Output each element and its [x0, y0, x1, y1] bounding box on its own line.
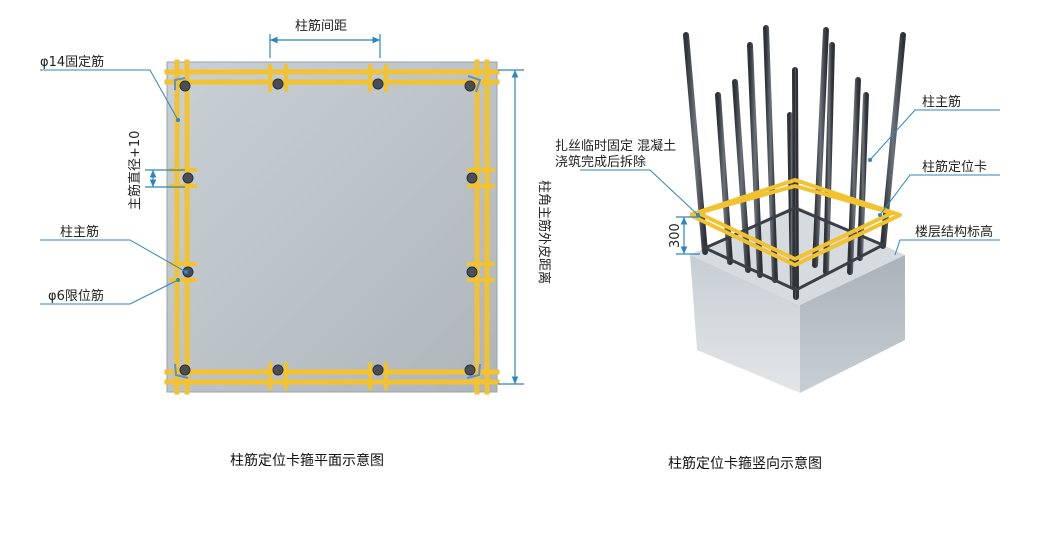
elevation-leaders — [580, 109, 1000, 256]
spacing-label: 柱筋间距 — [295, 18, 347, 34]
spacing-dimension — [269, 34, 381, 58]
outer-distance-dimension — [498, 69, 524, 385]
concrete-block-right — [800, 255, 905, 393]
fixing-bar-label: φ14固定筋 — [40, 54, 104, 70]
fixing-bar-frame — [164, 59, 500, 395]
main-bars-plan — [179, 78, 478, 376]
limit-bar-label: φ6限位筋 — [48, 288, 104, 304]
main-bar-label: 柱主筋 — [60, 224, 99, 240]
base-ties — [704, 206, 887, 292]
tie-note-line2: 浇筑完成后拆除 — [555, 154, 646, 170]
elevation-caption: 柱筋定位卡箍竖向示意图 — [668, 455, 822, 472]
plan-leader-dots — [176, 118, 188, 282]
plan-leaders — [40, 69, 187, 305]
plan-view: 柱筋间距 柱角主筋外皮距离 主筋直径+10 φ14固定筋 柱主筋 φ6限位筋 柱… — [40, 18, 552, 469]
offset-label: 主筋直径+10 — [127, 131, 143, 210]
locator-label: 柱筋定位卡 — [922, 159, 987, 175]
elevation-leader-dots — [696, 158, 882, 217]
plan-caption: 柱筋定位卡箍平面示意图 — [230, 452, 384, 469]
tie-note-line1: 扎丝临时固定 混凝土 — [555, 138, 676, 154]
outer-distance-label: 柱角主筋外皮距离 — [536, 180, 552, 284]
height-label: 300 — [668, 223, 683, 248]
elevation-main-bar-label: 柱主筋 — [922, 94, 961, 110]
floor-level-label: 楼层结构标高 — [915, 224, 993, 240]
concrete-block-left — [690, 255, 800, 393]
locator-frame — [689, 178, 902, 267]
elevation-view: 300 扎丝临时固定 混凝土 浇筑完成后拆除 柱主筋 柱筋定位卡 楼层结构标高 … — [555, 25, 1000, 472]
concrete-section — [167, 62, 497, 392]
offset-dimension — [145, 169, 185, 188]
height-dimension — [676, 216, 700, 255]
corner-clips — [174, 75, 482, 379]
